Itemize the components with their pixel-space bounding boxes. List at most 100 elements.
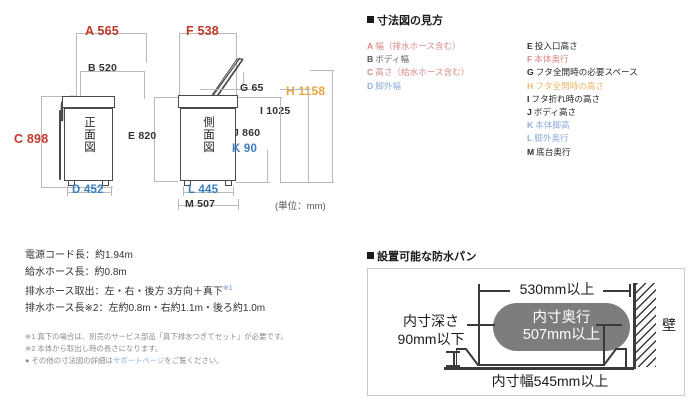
front-view-diagram: A 565 B 520 C 898 正面図 D 452	[0, 0, 170, 230]
spec-drain-outlet-mark: ※1	[222, 285, 233, 292]
front-view-label: 正面図	[83, 116, 95, 154]
pan-depth-ref-right-tick	[596, 324, 622, 326]
side-view-leg-right	[225, 181, 232, 186]
pan-pill-line2: 507mm以上	[522, 327, 601, 343]
spec-power-cord-text: 電源コード長：約1.94m	[25, 250, 133, 261]
square-bullet-icon	[367, 16, 374, 23]
legend-label-B: ボディ幅	[375, 54, 409, 65]
legend-label-J: ボディ高さ	[533, 107, 577, 118]
dim-J-label: J 860	[233, 127, 261, 139]
note-line-1: ※1 真下の場合は、別売のサービス部品「真下排水つぎてセット」が必要です。	[25, 331, 345, 343]
spec-line-drain-outlet: 排水ホース取出：左・右・後方 3方向＋真下※1	[25, 281, 345, 301]
pan-wall-line	[633, 283, 636, 369]
legend-code-I: I	[527, 93, 530, 104]
pan-pill-line1: 内寸奥行	[532, 310, 591, 326]
dim-G-label: G 65	[240, 82, 264, 94]
side-view-leg-left	[184, 181, 191, 186]
dim-F-label: F 538	[186, 24, 219, 38]
legend-label-M: 底台奥行	[536, 146, 571, 157]
support-note-suffix: をご覧ください。	[164, 356, 224, 366]
legend-code-C: C	[367, 67, 374, 78]
side-view-lid	[178, 95, 238, 108]
pan-top-dim-line	[478, 290, 510, 292]
pan-lip-depth-bottom	[446, 365, 460, 367]
legend-label-F: 本体奥行	[534, 54, 569, 65]
side-view-diagram: F 538 G 65 H 1158 I 1025 J 860 E	[128, 0, 360, 230]
legend-code-G: G	[527, 67, 534, 78]
legend-label-C: 高さ（給水ホース含む）	[375, 67, 470, 78]
note-line-2: ※2 本体から取出し時の長さになります。	[25, 343, 345, 355]
pan-wall-hatch	[634, 283, 656, 367]
legend-code-M: M	[527, 146, 535, 157]
spec-line-supply-hose: 給水ホース長：約0.8m	[25, 265, 345, 282]
pan-lip-depth-arrow	[453, 351, 455, 366]
pan-diagram-box: 530mm以上 内寸深さ 90mm以下 内寸奥行 507mm以上	[367, 268, 685, 396]
dim-E-label: E 820	[128, 130, 157, 142]
legend-label-I: フタ折れ時の高さ	[531, 93, 601, 104]
dim-L-label: L 445	[188, 184, 219, 196]
pan-top-dim-tick-right	[629, 284, 631, 297]
pan-depth-label-line2: 90mm以下	[397, 331, 465, 347]
pan-floor-line	[444, 367, 634, 370]
legend-code-H: H	[527, 80, 534, 91]
legend-title: 寸法図の見方	[377, 15, 443, 27]
pan-wall-label: 壁	[662, 317, 676, 333]
pan-depth-ref-left	[478, 290, 480, 366]
legend-code-A: A	[367, 41, 374, 51]
dim-I-label: I 1025	[260, 105, 291, 117]
side-view-label: 側面図	[202, 116, 214, 154]
pan-title: 設置可能な防水パン	[377, 251, 477, 263]
pan-inner-depth-pill: 内寸奥行 507mm以上	[493, 303, 630, 351]
waterproof-pan-section: 設置可能な防水パン 530mm以上 内寸深さ 90mm以下 内寸奥行 507mm…	[367, 248, 687, 408]
front-view-leg-right	[102, 181, 109, 186]
legend-code-D: D	[367, 80, 374, 91]
note-1-text: ※1 真下の場合は、別売のサービス部品「真下排水つぎてセット」が必要です。	[25, 332, 288, 342]
legend-code-E: E	[527, 41, 533, 51]
dim-D-label: D 452	[72, 184, 104, 196]
pan-top-label: 530mm以上	[519, 281, 595, 297]
legend-label-K: 本体脚高	[535, 120, 570, 131]
legend-label-E: 投入口高さ	[534, 41, 578, 51]
pan-title-row: 設置可能な防水パン	[367, 248, 477, 264]
dim-H-label: H 1158	[286, 84, 326, 98]
legend-label-H: フタ全開時の高さ	[535, 80, 604, 91]
dim-C-label: C 898	[14, 132, 49, 146]
spec-text-panel: 電源コード長：約1.94m 給水ホース長：約0.8m 排水ホース取出：左・右・後…	[25, 248, 345, 368]
dim-K-label: K 90	[232, 143, 258, 155]
legend-title-row: 寸法図の見方	[367, 12, 443, 28]
legend-label-G: フタ全開時の必要スペース	[535, 67, 638, 78]
drain-hose	[59, 110, 61, 180]
units-note: (単位：mm)	[275, 201, 326, 212]
spec-drain-length-text: 排水ホース長※2：左約0.8m・右約1.1m・後ろ約1.0m	[25, 302, 266, 314]
legend-code-L: L	[527, 133, 533, 144]
spec-drain-outlet-text: 排水ホース取出：左・右・後方 3方向＋真下	[25, 286, 223, 298]
pan-depth-ref-left-tick	[467, 324, 495, 326]
spec-supply-hose-text: 給水ホース長：約0.8m	[25, 266, 127, 278]
legend-label-L: 脚外奥行	[534, 133, 569, 144]
support-page-link[interactable]: サポートページ	[112, 356, 165, 366]
pan-bottom-label: 内寸幅545mm以上	[491, 373, 609, 389]
dim-B-label: B 520	[88, 62, 118, 74]
legend-code-K: K	[527, 120, 534, 131]
support-note-prefix: ● その他の寸法図の詳細は	[25, 356, 113, 366]
note-2-text: ※2 本体から取出し時の長さになります。	[25, 343, 163, 353]
pan-top-dim-line-2	[603, 290, 631, 292]
legend-code-J: J	[527, 107, 532, 118]
legend-code-F: F	[527, 54, 533, 65]
front-view-leg-left	[68, 181, 75, 186]
pan-cross-section	[456, 348, 627, 367]
pan-depth-ref-right	[603, 324, 605, 366]
spec-line-drain-length: 排水ホース長※2：左約0.8m・右約1.1m・後ろ約1.0m	[25, 301, 345, 318]
